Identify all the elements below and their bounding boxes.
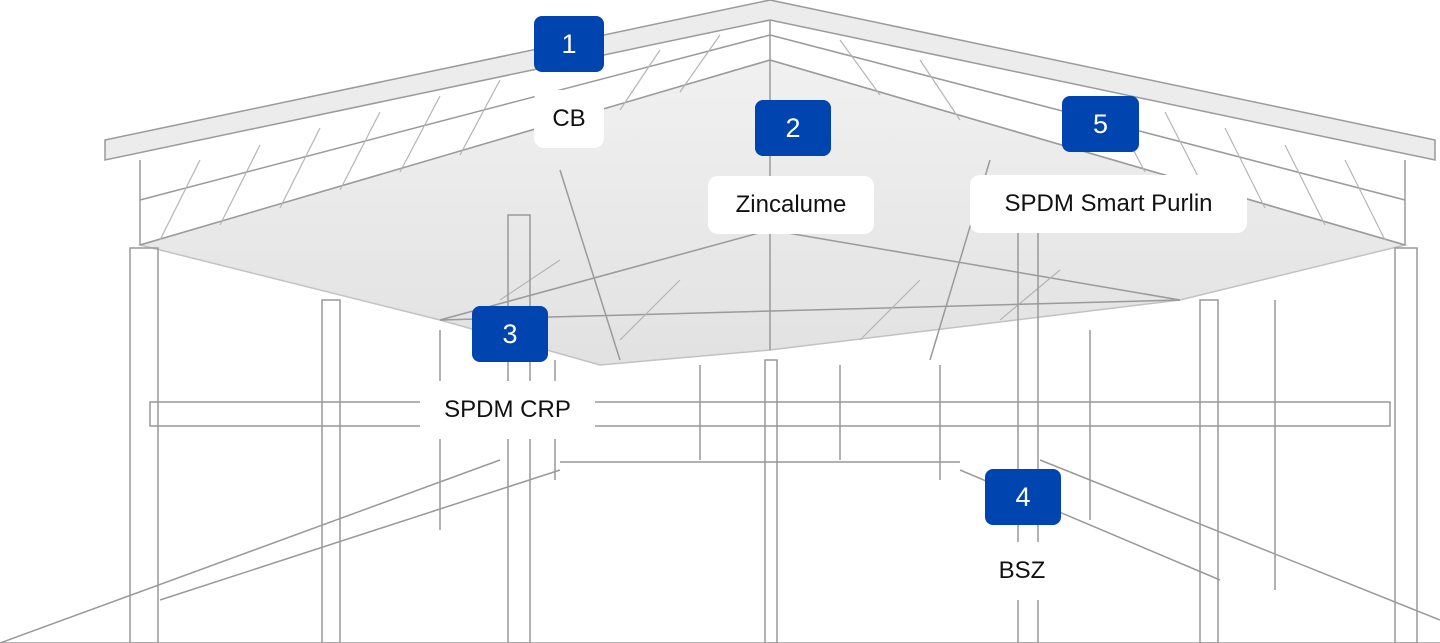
hotspot-4-badge[interactable]: 4: [985, 469, 1061, 525]
hotspot-1-badge[interactable]: 1: [534, 16, 604, 72]
hotspot-1-label: CB: [534, 90, 604, 148]
tie-beam: [149, 401, 1391, 427]
hotspot-5-badge[interactable]: 5: [1062, 96, 1139, 152]
column: [764, 359, 778, 643]
hotspot-2-badge[interactable]: 2: [755, 100, 831, 156]
column: [129, 247, 159, 643]
hotspot-3-label: SPDM CRP: [420, 381, 595, 439]
roof-sheet: [104, 0, 1436, 161]
hotspot-3-badge[interactable]: 3: [472, 306, 548, 362]
column: [321, 299, 341, 643]
hotspot-2-label: Zincalume: [708, 176, 874, 234]
column: [1394, 247, 1418, 643]
column: [1199, 299, 1219, 643]
hotspot-5-label: SPDM Smart Purlin: [970, 175, 1247, 233]
hotspot-4-label: BSZ: [982, 542, 1062, 600]
